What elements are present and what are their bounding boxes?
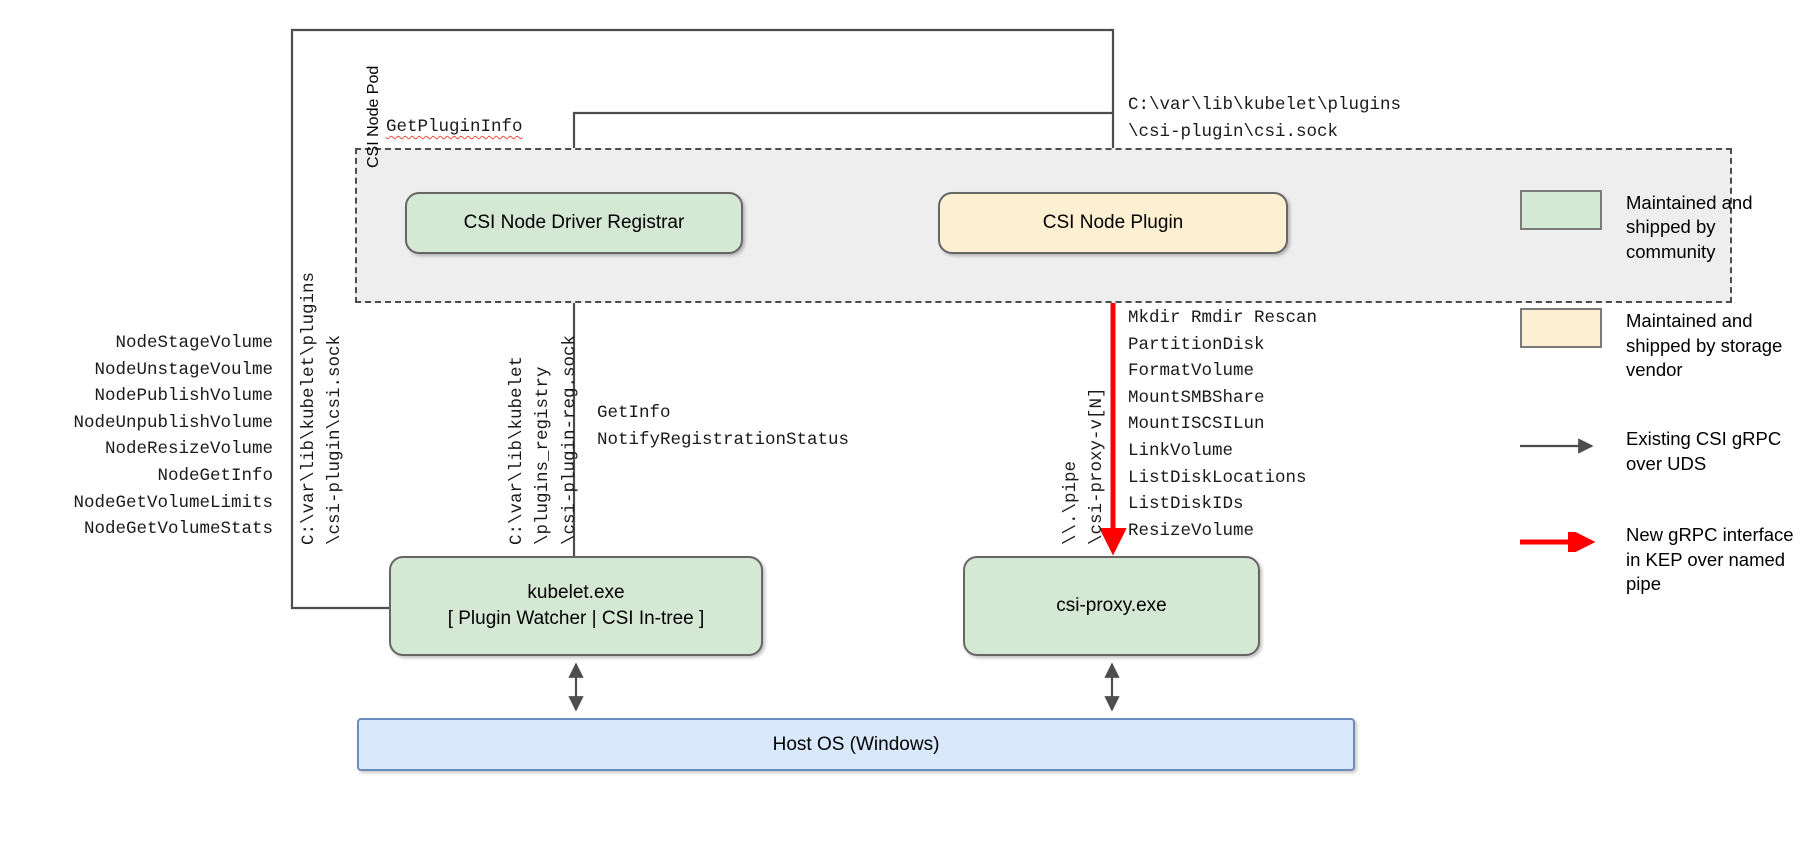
edge-kubelet-to-plugin xyxy=(290,28,1121,610)
legend-item-new-named-pipe: New gRPC interface in KEP over named pip… xyxy=(1520,522,1810,596)
label-csi-proxy-operations: Mkdir Rmdir Rescan PartitionDisk FormatV… xyxy=(1128,308,1318,541)
node-csi-proxy-exe-label: csi-proxy.exe xyxy=(1056,595,1167,617)
label-csi-sock-path: C:\var\lib\kubelet\plugins \csi-plugin\c… xyxy=(1128,95,1402,142)
legend-label-storage-vendor: Maintained and shipped by storage vendor xyxy=(1626,310,1783,381)
node-csi-node-plugin[interactable]: CSI Node Plugin xyxy=(938,192,1288,254)
legend-arrow-gray-icon xyxy=(1520,426,1602,466)
label-get-plugin-info: GetPluginInfo xyxy=(386,117,523,137)
legend: Maintained and shipped by community Main… xyxy=(1520,190,1810,640)
legend-arrow-red-icon xyxy=(1520,522,1602,562)
legend-item-existing-uds: Existing CSI gRPC over UDS xyxy=(1520,426,1810,476)
node-kubelet-exe[interactable]: kubelet.exe [ Plugin Watcher | CSI In-tr… xyxy=(389,556,763,656)
legend-item-storage-vendor: Maintained and shipped by storage vendor xyxy=(1520,308,1810,382)
legend-item-community: Maintained and shipped by community xyxy=(1520,190,1810,264)
csi-node-pod-label: CSI Node Pod xyxy=(365,65,382,168)
node-kubelet-exe-subtitle: [ Plugin Watcher | CSI In-tree ] xyxy=(447,608,705,629)
label-registration-operations: GetInfo NotifyRegistrationStatus xyxy=(597,403,850,450)
node-csi-node-plugin-label: CSI Node Plugin xyxy=(1042,212,1184,234)
node-csi-node-driver-registrar[interactable]: CSI Node Driver Registrar xyxy=(405,192,743,254)
node-host-os[interactable]: Host OS (Windows) xyxy=(357,718,1355,771)
legend-label-community: Maintained and shipped by community xyxy=(1626,192,1753,262)
label-vertical-plugins-registry-sock-path: C:\var\lib\kubelet \plugins_registry \cs… xyxy=(507,334,580,545)
node-csi-proxy-exe[interactable]: csi-proxy.exe xyxy=(963,556,1260,656)
legend-swatch-green-icon xyxy=(1520,190,1602,230)
node-csi-node-driver-registrar-label: CSI Node Driver Registrar xyxy=(463,212,685,234)
legend-label-new-named-pipe: New gRPC interface in KEP over named pip… xyxy=(1626,524,1794,595)
label-vertical-csi-plugin-sock-path: C:\var\lib\kubelet\plugins \csi-plugin\c… xyxy=(299,271,346,545)
legend-swatch-yellow-icon xyxy=(1520,308,1602,349)
label-node-service-operations: NodeStageVolume NodeUnstageVoulme NodePu… xyxy=(73,333,273,540)
legend-label-existing-uds: Existing CSI gRPC over UDS xyxy=(1626,428,1782,474)
node-kubelet-exe-title: kubelet.exe xyxy=(527,582,625,604)
node-host-os-label: Host OS (Windows) xyxy=(772,733,940,755)
label-vertical-named-pipe-path: \\.\pipe \csi-proxy-v[N] xyxy=(1061,387,1108,545)
